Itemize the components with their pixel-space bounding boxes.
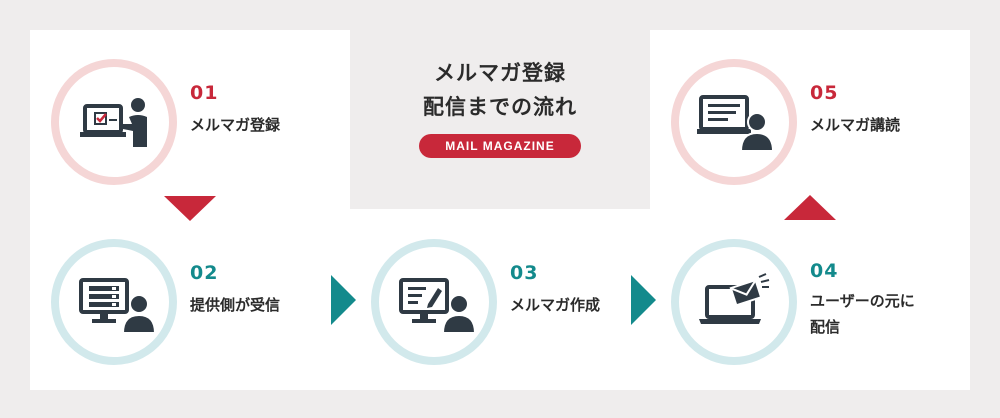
title-line-2: 配信までの流れ: [423, 95, 577, 119]
step-05-number: 05: [810, 82, 839, 104]
step-03-label: メルマガ作成: [510, 296, 601, 314]
step-05-circle: [671, 59, 797, 185]
step-04-number: 04: [810, 260, 839, 282]
step-04-label-line-1: ユーザーの元に: [810, 292, 915, 310]
server-monitor-user-icon: [79, 278, 157, 334]
arrow-down: [164, 196, 216, 221]
computer-user-checkbox-icon: [80, 98, 147, 147]
step-01-number: 01: [190, 82, 219, 104]
step-02-number: 02: [190, 262, 219, 284]
step-01-label: メルマガ登録: [190, 116, 281, 134]
step-02-label: 提供側が受信: [190, 296, 281, 314]
arrow-right-1: [331, 275, 356, 325]
laptop-envelope-icon: [699, 273, 770, 324]
step-02-circle: [51, 239, 177, 365]
step-04-label-line-2: 配信: [810, 318, 841, 336]
title-block: メルマガ登録 配信までの流れ MAIL MAGAZINE: [350, 56, 650, 158]
monitor-reader-user-icon: [697, 95, 775, 152]
arrow-right-2: [631, 275, 656, 325]
step-03-number: 03: [510, 262, 539, 284]
monitor-pen-user-icon: [399, 278, 477, 334]
step-05-label: メルマガ講読: [810, 116, 901, 134]
title-line-1: メルマガ登録: [434, 61, 566, 85]
step-01-circle: [51, 59, 177, 185]
mail-magazine-badge: MAIL MAGAZINE: [419, 134, 581, 158]
step-03-circle: [371, 239, 497, 365]
arrow-up: [784, 195, 836, 220]
step-04-circle: [671, 239, 797, 365]
